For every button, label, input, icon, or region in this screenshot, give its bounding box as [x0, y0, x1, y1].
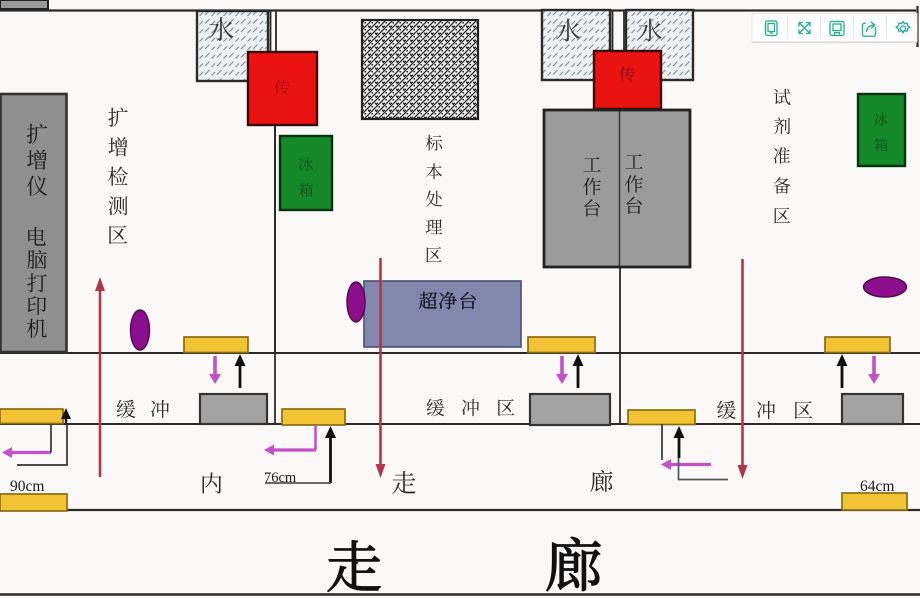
svg-text:64cm: 64cm: [860, 478, 894, 495]
svg-text:90cm: 90cm: [10, 478, 44, 495]
svg-text:76cm: 76cm: [264, 470, 297, 486]
